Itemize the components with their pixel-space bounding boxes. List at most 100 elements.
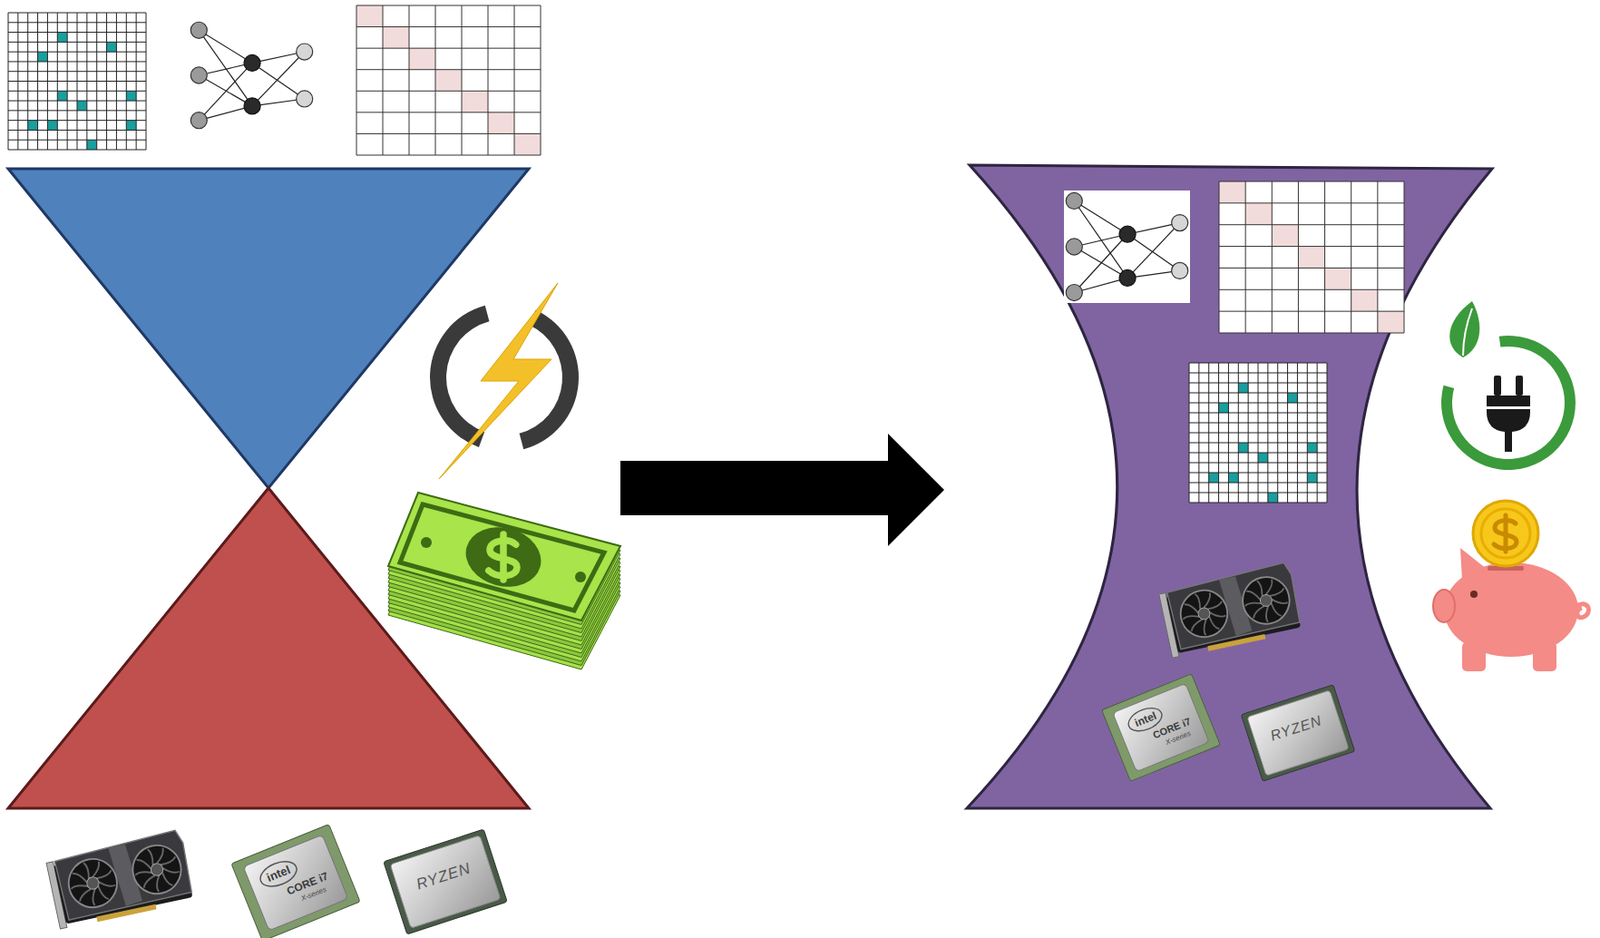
chip-logo-text: X-series <box>1164 730 1192 747</box>
fan-blade <box>1201 618 1210 635</box>
matrix-ground <box>356 5 541 156</box>
fan-blade <box>147 848 155 866</box>
leaf-rib <box>1463 308 1473 356</box>
fan-blade <box>141 875 157 888</box>
grid-line <box>96 12 98 150</box>
graphics-card <box>1158 561 1304 659</box>
graphics-card <box>45 829 196 930</box>
fan-blade <box>1200 592 1213 608</box>
fan-blade <box>83 861 90 879</box>
grid-line <box>1189 492 1327 494</box>
diagonal-cell <box>487 112 515 135</box>
fan-blade <box>1268 587 1286 596</box>
nonzero-cell <box>126 90 137 101</box>
nonzero-cell <box>1209 472 1220 483</box>
nonzero-cell <box>1258 452 1269 463</box>
output-neuron <box>296 90 313 108</box>
network-edge <box>1127 234 1181 271</box>
fan-blade <box>1271 601 1282 617</box>
network-edge <box>198 29 253 63</box>
output-neuron <box>296 43 313 60</box>
hidden-neuron <box>1119 225 1136 243</box>
diagonal-cell <box>1271 224 1298 247</box>
pig-eye <box>1470 590 1478 598</box>
fan-blade <box>1209 609 1227 620</box>
fan-hub <box>85 876 100 891</box>
nonzero-cell <box>107 41 118 52</box>
grid-line <box>1307 362 1308 503</box>
diagonal-cell <box>1297 246 1325 269</box>
nonzero-cell <box>28 120 39 131</box>
dollar-sign <box>488 534 518 580</box>
grid-line <box>461 5 463 156</box>
fan-blade <box>1251 605 1267 618</box>
grid-line <box>1297 181 1299 333</box>
grid-line <box>1317 362 1318 503</box>
matrix-ground <box>1219 181 1405 333</box>
diagonal-cell <box>514 133 541 156</box>
ryzen-cpu <box>383 829 508 935</box>
nonzero-cell <box>1287 392 1298 403</box>
grid-line <box>8 90 147 92</box>
grid-line <box>1277 362 1279 503</box>
grid-line <box>86 12 88 150</box>
plug-prong <box>1493 375 1502 396</box>
grid-line <box>1267 362 1269 503</box>
neural-network <box>190 21 313 128</box>
power-ring <box>429 305 489 448</box>
chip-logo-text: X-series <box>300 886 328 903</box>
intel-cpu <box>1102 673 1221 781</box>
nonzero-cell <box>1307 472 1318 483</box>
pig-tail <box>1576 604 1590 618</box>
fan-blade <box>1184 602 1199 616</box>
grid-line <box>1297 362 1298 503</box>
diagonal-matrix <box>356 5 541 156</box>
grid-line <box>1189 442 1327 444</box>
network-edge <box>1073 246 1128 278</box>
grid-line <box>1219 311 1405 313</box>
input-neuron <box>1065 238 1083 255</box>
grid-line <box>356 5 358 156</box>
input-neuron <box>190 112 207 129</box>
fan-blade <box>1189 619 1204 632</box>
grid-line <box>136 12 137 150</box>
fan-blade <box>1182 614 1200 620</box>
nonzero-cell <box>87 139 98 150</box>
fan-blade <box>89 861 102 878</box>
fan-blade <box>154 875 163 893</box>
grid-line <box>1219 245 1405 247</box>
top-triangle <box>8 168 529 488</box>
diagonal-cell <box>461 90 488 113</box>
cpu-substrate <box>1240 684 1355 781</box>
nonzero-cell <box>1228 472 1239 483</box>
grid-line <box>116 12 118 150</box>
nonzero-cell <box>57 90 68 101</box>
grid-line <box>1404 181 1405 333</box>
transition-arrow <box>620 433 945 547</box>
fan-blade <box>98 878 116 889</box>
input-neuron <box>1065 192 1083 209</box>
grid-line <box>146 12 147 150</box>
diagonal-matrix <box>1219 181 1405 333</box>
network-edge <box>1073 200 1128 278</box>
bill-border <box>400 504 605 611</box>
nonzero-cell <box>47 120 58 131</box>
diagonal-cell <box>435 69 462 92</box>
grid-line <box>1219 332 1405 334</box>
grid-line <box>409 5 410 156</box>
sparse-matrix <box>8 12 147 150</box>
nonzero-cell <box>1307 442 1318 453</box>
fan-blade <box>97 884 109 901</box>
lightning-bolt <box>439 282 558 479</box>
grid-line <box>8 139 147 141</box>
grid-line <box>1326 362 1328 503</box>
fan-blade <box>1263 579 1276 596</box>
fan-blade <box>159 856 176 865</box>
fan-blade <box>1246 588 1260 603</box>
diagonal-cell <box>1219 181 1246 204</box>
grid-line <box>356 5 541 7</box>
nonzero-cell <box>38 51 49 62</box>
grid-line <box>1245 181 1247 333</box>
grid-line <box>356 155 541 157</box>
diagonal-cell <box>382 27 410 49</box>
